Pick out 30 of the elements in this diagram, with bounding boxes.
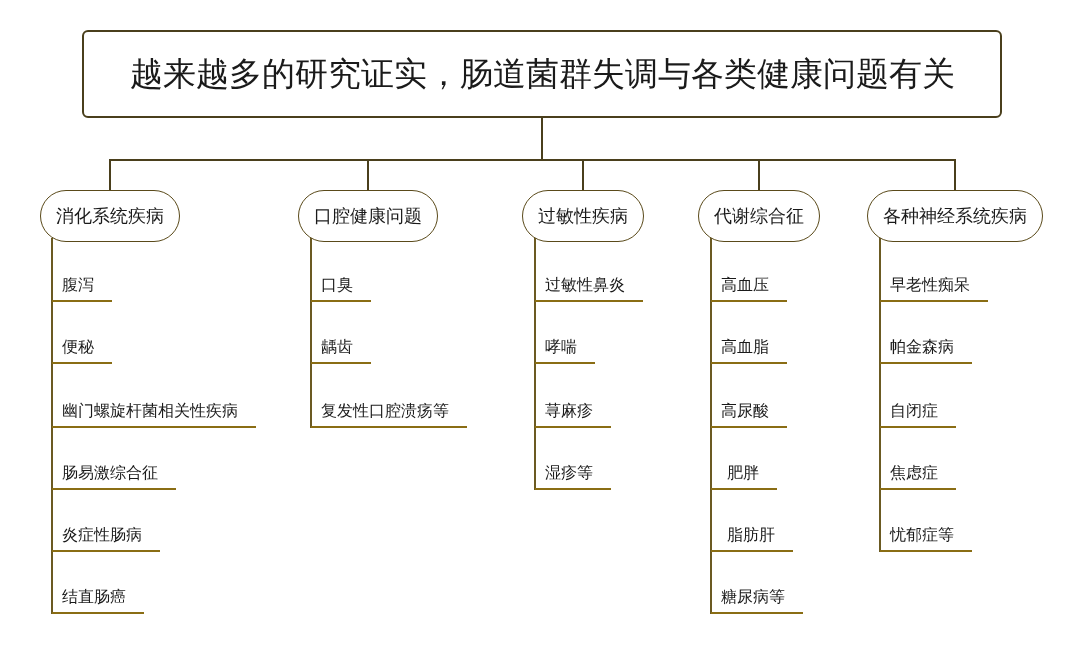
list-item: 龋齿 xyxy=(311,336,371,364)
list-item: 复发性口腔溃疡等 xyxy=(311,400,467,428)
list-item: 肠易激综合征 xyxy=(52,462,176,490)
list-item: 便秘 xyxy=(52,336,112,364)
list-item: 自闭症 xyxy=(880,400,956,428)
list-item: 过敏性鼻炎 xyxy=(535,274,643,302)
list-item: 荨麻疹 xyxy=(535,400,611,428)
list-item: 结直肠癌 xyxy=(52,586,144,614)
list-item: 糖尿病等 xyxy=(711,586,803,614)
list-item: 哮喘 xyxy=(535,336,595,364)
list-item: 炎症性肠病 xyxy=(52,524,160,552)
list-item: 帕金森病 xyxy=(880,336,972,364)
list-item: 口臭 xyxy=(311,274,371,302)
list-item: 湿疹等 xyxy=(535,462,611,490)
list-item: 早老性痴呆 xyxy=(880,274,988,302)
list-item: 脂肪肝 xyxy=(711,524,793,552)
list-item: 高血压 xyxy=(711,274,787,302)
list-item: 忧郁症等 xyxy=(880,524,972,552)
category-pill: 消化系统疾病 xyxy=(40,190,180,242)
list-item: 高尿酸 xyxy=(711,400,787,428)
list-item: 幽门螺旋杆菌相关性疾病 xyxy=(52,400,256,428)
category-pill: 代谢综合征 xyxy=(698,190,820,242)
category-pill: 过敏性疾病 xyxy=(522,190,644,242)
list-item: 高血脂 xyxy=(711,336,787,364)
list-item: 焦虑症 xyxy=(880,462,956,490)
category-pill: 各种神经系统疾病 xyxy=(867,190,1043,242)
title-box: 越来越多的研究证实，肠道菌群失调与各类健康问题有关 xyxy=(82,30,1002,118)
list-item: 腹泻 xyxy=(52,274,112,302)
category-pill: 口腔健康问题 xyxy=(298,190,438,242)
list-item: 肥胖 xyxy=(711,462,777,490)
